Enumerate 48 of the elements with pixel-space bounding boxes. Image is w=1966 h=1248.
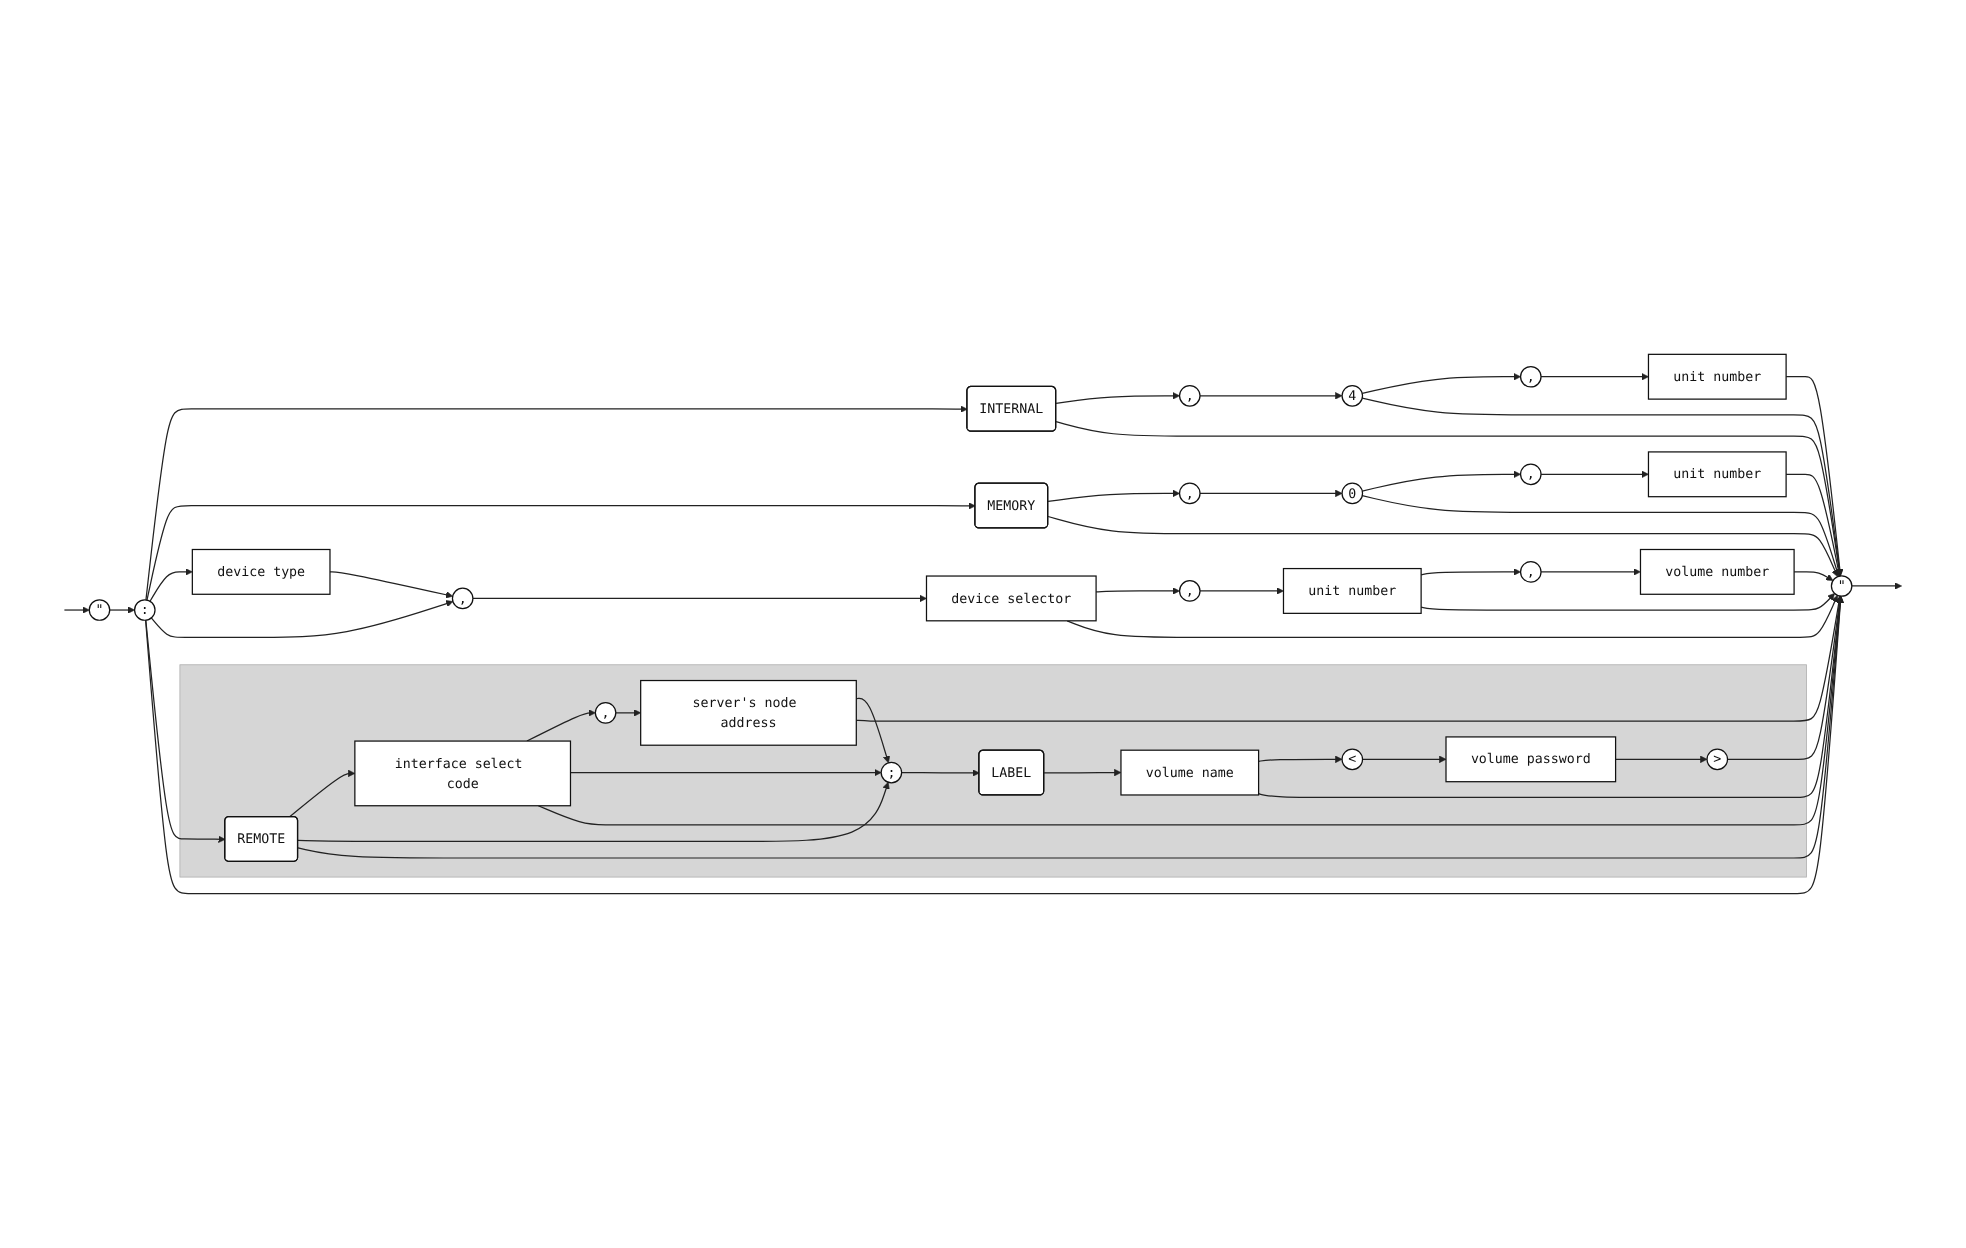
arrow xyxy=(1851,582,1902,590)
arrow xyxy=(63,606,90,614)
arrow xyxy=(145,619,226,843)
arrow xyxy=(329,571,454,599)
arrow xyxy=(1055,392,1180,404)
arrow xyxy=(1043,768,1122,777)
arrow xyxy=(1540,373,1649,381)
arrow xyxy=(1199,489,1343,498)
arrow xyxy=(1420,568,1521,576)
arrow xyxy=(1420,593,1835,611)
arrow xyxy=(1785,376,1844,577)
arrow xyxy=(297,781,890,843)
arrow xyxy=(615,709,641,717)
arrow xyxy=(1361,373,1521,395)
arrow xyxy=(297,595,1844,859)
arrow xyxy=(1258,755,1343,763)
arrow xyxy=(145,405,968,601)
arrow xyxy=(855,697,891,764)
arrow xyxy=(1199,587,1284,595)
arrow xyxy=(1361,755,1447,763)
arrow xyxy=(1047,489,1180,502)
arrow xyxy=(472,594,927,603)
arrow xyxy=(526,709,596,742)
arrow xyxy=(537,595,1844,826)
cluster xyxy=(179,664,1807,878)
arrow xyxy=(1199,392,1343,400)
arrow xyxy=(569,768,882,777)
arrow xyxy=(1055,421,1843,577)
arrow xyxy=(1066,595,1839,638)
arrow xyxy=(855,595,1843,722)
arrow xyxy=(1615,755,1708,763)
arrow xyxy=(146,502,976,601)
arrow xyxy=(901,769,980,777)
arrow xyxy=(150,600,454,638)
arrow xyxy=(1047,515,1839,577)
arrow xyxy=(149,568,193,602)
arrow xyxy=(1540,470,1649,478)
arrow xyxy=(109,606,135,614)
arrow xyxy=(1540,568,1641,576)
arrow xyxy=(288,769,356,818)
arrow xyxy=(1095,587,1180,595)
arrow xyxy=(1793,571,1834,581)
arrow xyxy=(1258,595,1844,799)
arrow xyxy=(1361,397,1844,577)
arrow xyxy=(1361,470,1521,492)
arrow xyxy=(1726,595,1844,760)
arrow xyxy=(1361,495,1841,577)
arrow xyxy=(145,595,1845,895)
